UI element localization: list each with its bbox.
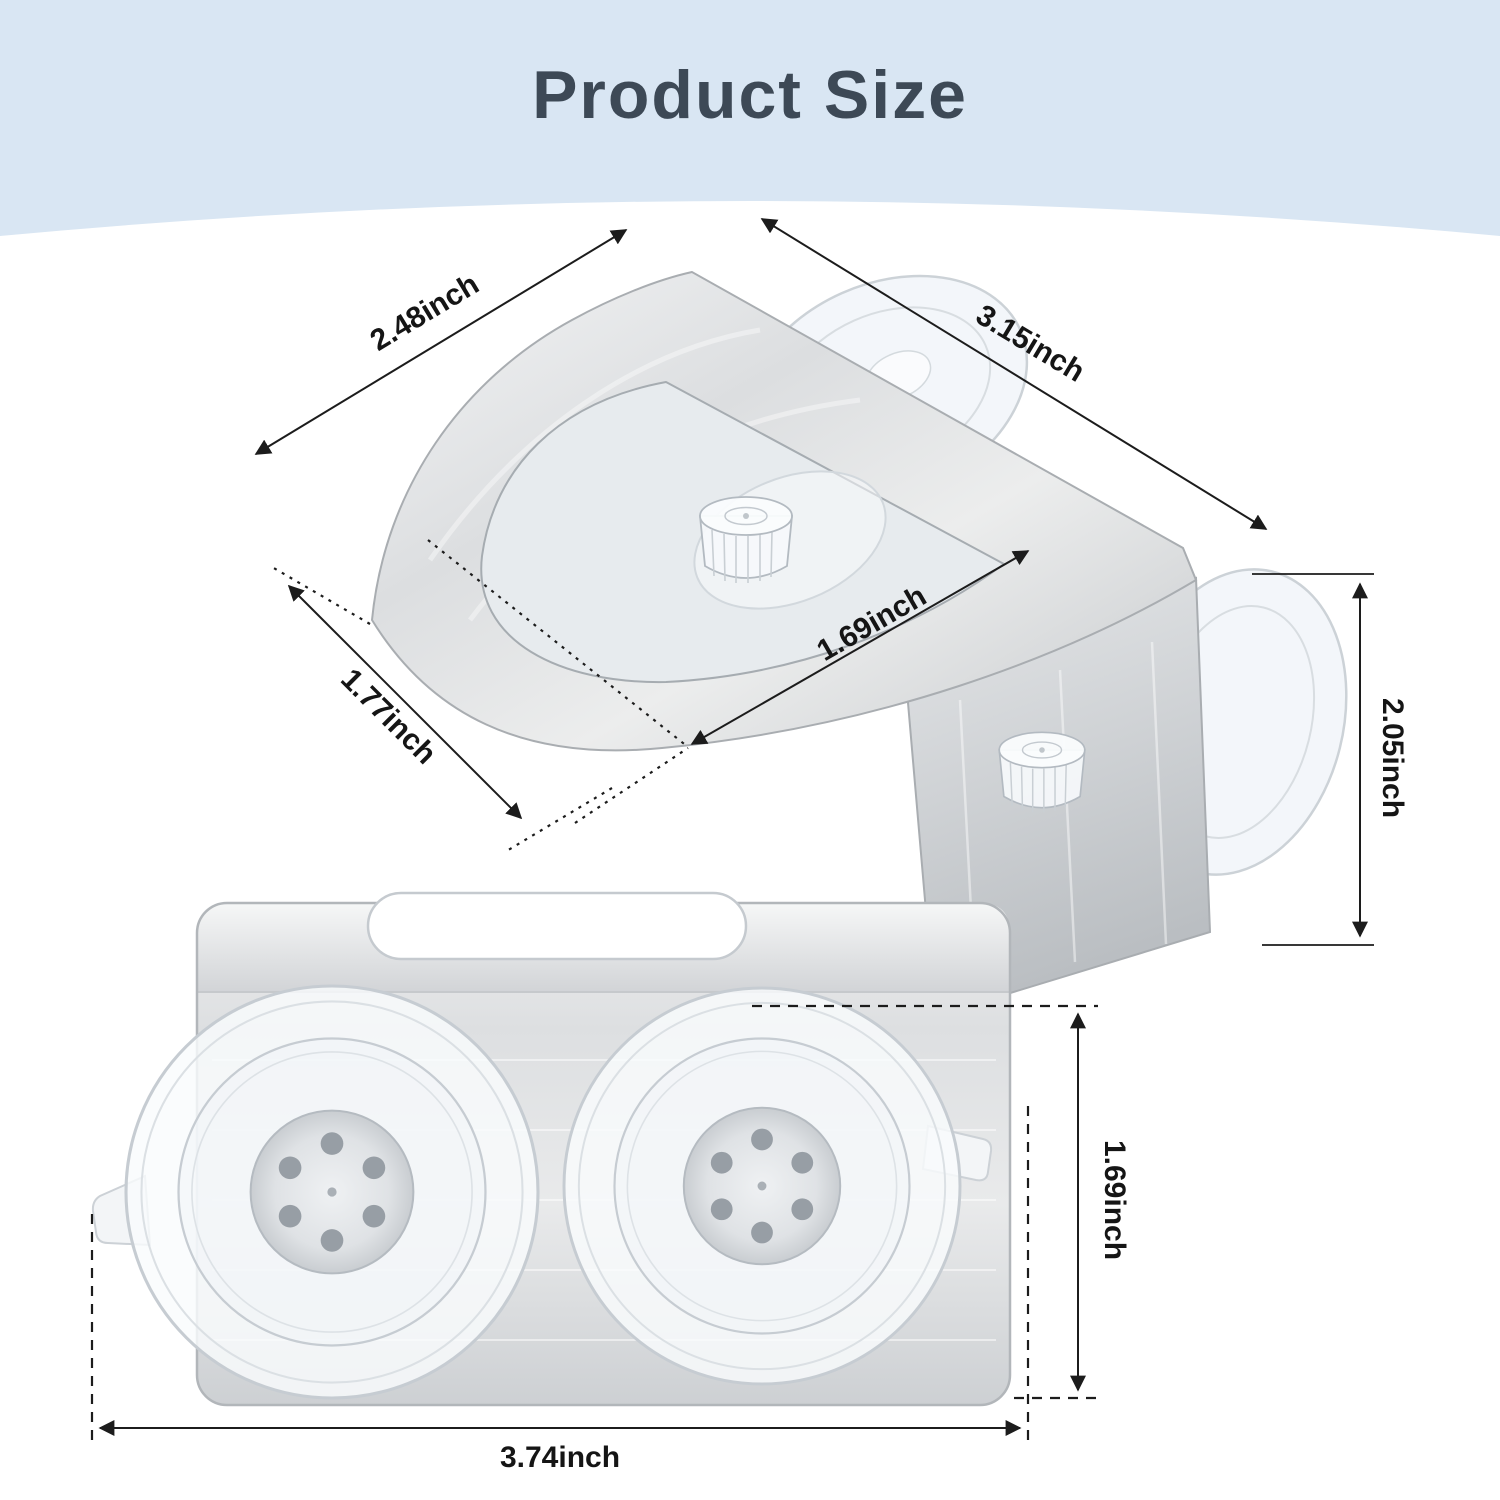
dimension-annotations (90, 218, 1374, 1444)
suction-cup-front-left (124, 984, 540, 1400)
dimension-label-front-height: 1.69inch (1098, 1139, 1131, 1261)
dim-arrow-plate-depth (287, 584, 523, 820)
mount-slot (366, 891, 748, 961)
dim-guide (271, 566, 371, 625)
dimension-label-front-width: 3.74inch (499, 1441, 621, 1474)
dim-arrow-plate-edge-width (254, 229, 628, 455)
dim-arrow-cutout-width (690, 550, 1030, 745)
dim-guide (574, 747, 689, 824)
front-view-product (91, 891, 1012, 1407)
dim-arrow-mount-edge-width (760, 218, 1268, 530)
thumbscrew (998, 731, 1086, 814)
dim-guide (504, 787, 613, 853)
thumbscrew (699, 496, 793, 584)
page-title: Product Size (532, 57, 968, 133)
dim-guide (427, 539, 689, 748)
dimension-label-mount-height: 2.05inch (1376, 697, 1409, 819)
header-band (0, 0, 1500, 236)
suction-cup-front-right (562, 986, 962, 1386)
